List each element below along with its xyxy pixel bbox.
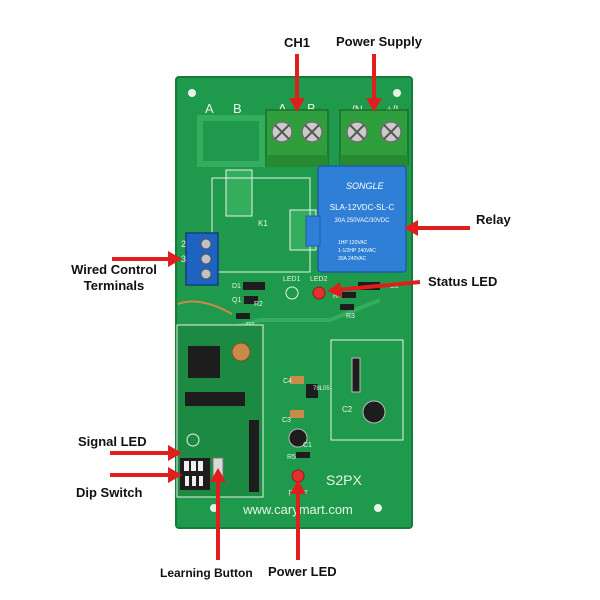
callout-power-led: Power LED xyxy=(268,564,337,579)
relay-model: SLA-12VDC-SL-C xyxy=(330,203,395,212)
relay-rating: 30A 250VAC/30VDC xyxy=(335,218,391,224)
label-r3: R3 xyxy=(346,313,355,320)
decoder-chip xyxy=(185,392,245,406)
regulator xyxy=(306,384,318,398)
callout-signal-led: Signal LED xyxy=(78,434,147,449)
label-a-left: A xyxy=(205,101,214,116)
resistor-r3 xyxy=(340,304,354,310)
transistor-q1 xyxy=(244,296,258,304)
arrow-status-led xyxy=(327,280,421,298)
label-b-term: B xyxy=(307,101,316,116)
antenna-wire xyxy=(177,300,233,315)
arrow-wired-control xyxy=(112,251,182,267)
capacitor-c4 xyxy=(290,376,304,384)
capacitor-c3 xyxy=(290,410,304,418)
arrow-learning-button xyxy=(210,468,226,560)
power-section-outline xyxy=(330,339,404,441)
callout-power-supply: Power Supply xyxy=(336,34,422,49)
arrow-power-led xyxy=(290,480,306,560)
callout-status-led: Status LED xyxy=(428,274,498,289)
resistor-r1 xyxy=(236,313,250,319)
rf-coil xyxy=(231,342,251,362)
arrow-ch1 xyxy=(289,54,305,112)
header-pins xyxy=(249,420,259,492)
label-k1: K1 xyxy=(258,219,268,228)
callout-wired-control-line1: Wired Control xyxy=(71,262,157,277)
mounting-hole xyxy=(374,504,382,512)
arrow-signal-led xyxy=(110,445,182,461)
pcb-trace xyxy=(197,115,265,167)
label-c4: C4 xyxy=(283,378,292,385)
callout-wired-control: Wired Control Terminals xyxy=(58,262,170,294)
arrow-dip-switch xyxy=(110,467,182,483)
label-led2: LED2 xyxy=(310,276,328,283)
resistor-r5 xyxy=(296,452,310,458)
label-led1: LED1 xyxy=(283,276,301,283)
label-regulator: 78L05 xyxy=(313,386,330,392)
receiver-module xyxy=(176,324,264,498)
callout-relay: Relay xyxy=(476,212,511,227)
label-b-left: B xyxy=(233,101,242,116)
diode-rectifier xyxy=(351,357,361,393)
arrow-relay xyxy=(404,220,470,236)
diode-d1 xyxy=(243,282,265,290)
capacitor-c1 xyxy=(288,428,308,448)
resistor-r4 xyxy=(342,292,356,298)
relay-rating: 1-1/2HP 240VAC xyxy=(338,248,376,254)
ch1-terminal xyxy=(265,109,329,167)
label-r2: R2 xyxy=(254,301,263,308)
screw-icon xyxy=(200,253,212,265)
label-d2: D2 xyxy=(390,283,399,290)
relay-brand: SONGLE xyxy=(346,181,385,191)
label-terminal-2: 2 xyxy=(181,239,186,249)
label-d1: D1 xyxy=(232,283,241,290)
callout-learning-button: Learning Button xyxy=(160,566,253,580)
label-c2: C2 xyxy=(342,405,353,414)
callout-wired-control-line2: Terminals xyxy=(83,278,145,293)
screw-icon xyxy=(200,268,212,280)
mounting-hole xyxy=(393,89,401,97)
callout-dip-switch: Dip Switch xyxy=(76,485,143,500)
relay-rating: 30A 240VAC xyxy=(338,256,367,262)
label-r5: R5 xyxy=(287,454,296,461)
label-q1: Q1 xyxy=(232,297,241,304)
board-model: S2PX xyxy=(326,472,362,488)
rf-chip xyxy=(188,346,220,378)
label-c1: C1 xyxy=(303,442,312,449)
signal-led xyxy=(186,433,200,447)
relay-rating: 1HP 120VAC xyxy=(338,240,368,246)
arrow-power-supply xyxy=(366,54,382,112)
mounting-hole xyxy=(188,89,196,97)
label-terminal-3: 3 xyxy=(181,254,186,264)
wired-control-terminal xyxy=(185,232,219,286)
led1 xyxy=(285,286,299,300)
capacitor-c2 xyxy=(362,400,386,424)
pcb-pad xyxy=(225,169,253,217)
status-led xyxy=(312,286,326,300)
relay: SONGLE SLA-12VDC-SL-C 30A 250VAC/30VDC 1… xyxy=(305,165,407,273)
label-c3: C3 xyxy=(282,417,291,424)
callout-ch1: CH1 xyxy=(284,35,311,50)
label-a-term: A xyxy=(278,101,287,116)
power-supply-terminal xyxy=(339,109,409,167)
label-r4: R4 xyxy=(333,293,342,300)
screw-icon xyxy=(200,238,212,250)
